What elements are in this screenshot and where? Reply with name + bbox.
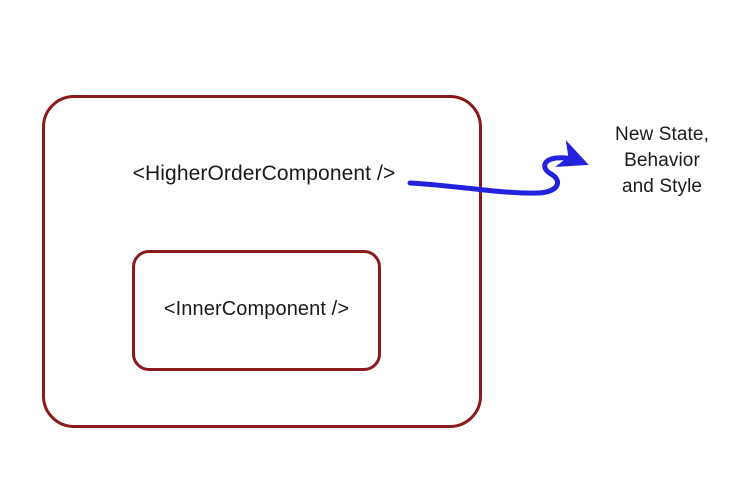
- annotation-line-1: New State,: [615, 124, 709, 145]
- inner-component-label: <InnerComponent />: [163, 298, 350, 320]
- higher-order-component-label: <HigherOrderComponent />: [132, 162, 396, 185]
- new-state-behavior-style-annotation: New State, Behavior and Style: [587, 122, 737, 200]
- annotation-line-2: Behavior: [624, 150, 700, 171]
- higher-order-component-box: [42, 95, 482, 428]
- inner-component-box: [132, 250, 381, 371]
- annotation-line-3: and Style: [621, 176, 703, 197]
